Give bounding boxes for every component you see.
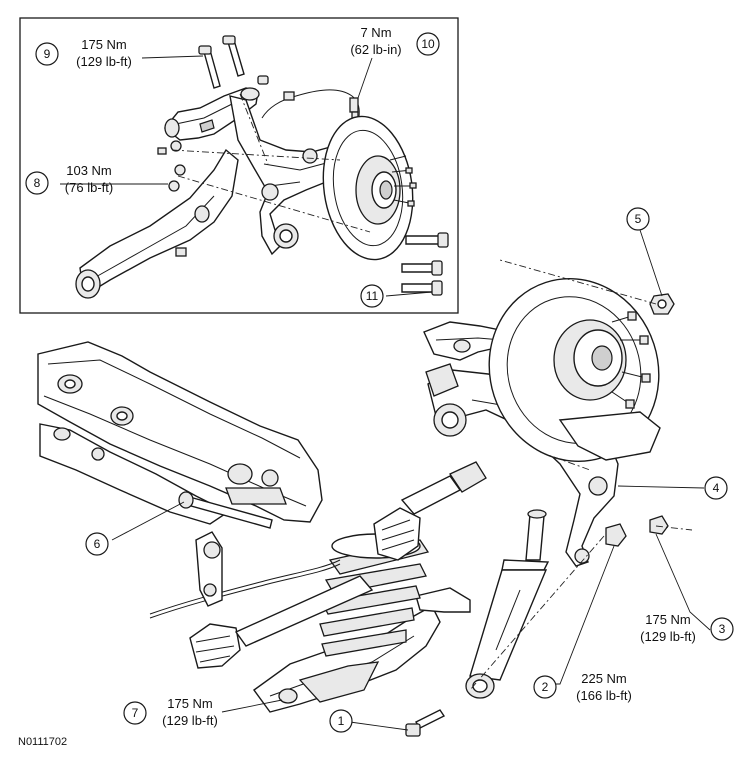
callout-6: 6 xyxy=(85,532,109,556)
shock-absorber xyxy=(465,509,550,699)
callout-6-number: 6 xyxy=(94,537,101,551)
callout-8-torque-nm: 103 Nm xyxy=(66,163,112,178)
inset-lower-arm xyxy=(75,148,239,299)
inset-bolts-8 xyxy=(157,140,186,192)
callout-11-number: 11 xyxy=(366,289,379,303)
callout-9-torque-nm: 175 Nm xyxy=(81,37,127,52)
callout-11: 11 xyxy=(360,284,384,308)
callout-1-number: 1 xyxy=(338,714,345,728)
leader-lines xyxy=(111,229,711,731)
callout-2: 2 225 Nm (166 lb-ft) xyxy=(533,671,632,703)
callout-9-number: 9 xyxy=(44,47,51,61)
callout-10-torque-imp: (62 lb-in) xyxy=(350,42,401,57)
callout-2-number: 2 xyxy=(542,680,549,694)
inset-wheel-studs xyxy=(389,155,417,207)
callout-4-number: 4 xyxy=(713,481,720,495)
nut-5 xyxy=(649,293,675,315)
callout-5-number: 5 xyxy=(635,212,642,226)
callout-3: 3 175 Nm (129 lb-ft) xyxy=(640,612,734,644)
callout-3-number: 3 xyxy=(719,622,726,636)
callout-7: 7 175 Nm (129 lb-ft) xyxy=(123,696,218,728)
callout-8-number: 8 xyxy=(34,176,41,190)
callout-5: 5 xyxy=(626,207,650,231)
callout-7-torque-nm: 175 Nm xyxy=(167,696,213,711)
inset-bolts-9 xyxy=(198,35,269,89)
callout-4: 4 xyxy=(704,476,728,500)
bolt-1 xyxy=(405,709,446,737)
callout-10-number: 10 xyxy=(421,37,435,51)
callout-8-torque-imp: (76 lb-ft) xyxy=(65,180,113,195)
callout-8: 8 103 Nm (76 lb-ft) xyxy=(25,163,113,195)
callout-7-number: 7 xyxy=(132,706,139,720)
inset-bolts-11 xyxy=(401,232,449,296)
hub-bearing xyxy=(553,311,651,409)
bolt-6 xyxy=(178,491,273,529)
washer-3 xyxy=(649,515,669,535)
callout-9: 9 175 Nm (129 lb-ft) xyxy=(35,37,132,69)
stabilizer-bar xyxy=(149,531,341,619)
callout-3-torque-imp: (129 lb-ft) xyxy=(640,629,696,644)
callout-10-torque-nm: 7 Nm xyxy=(360,25,391,40)
inset-knuckle xyxy=(229,95,345,256)
callout-9-torque-imp: (129 lb-ft) xyxy=(76,54,132,69)
callout-10: 10 7 Nm (62 lb-in) xyxy=(350,25,440,57)
halfshaft xyxy=(189,461,487,669)
inset-detail xyxy=(19,17,459,314)
inset-brake-shield xyxy=(322,115,414,261)
figure-id: N0111702 xyxy=(18,736,67,748)
callout-2-torque-imp: (166 lb-ft) xyxy=(576,688,632,703)
callout-2-torque-nm: 225 Nm xyxy=(581,671,627,686)
callout-3-torque-nm: 175 Nm xyxy=(645,612,691,627)
callout-7-torque-imp: (129 lb-ft) xyxy=(162,713,218,728)
washer-2 xyxy=(605,523,627,547)
callout-1: 1 xyxy=(329,709,353,733)
